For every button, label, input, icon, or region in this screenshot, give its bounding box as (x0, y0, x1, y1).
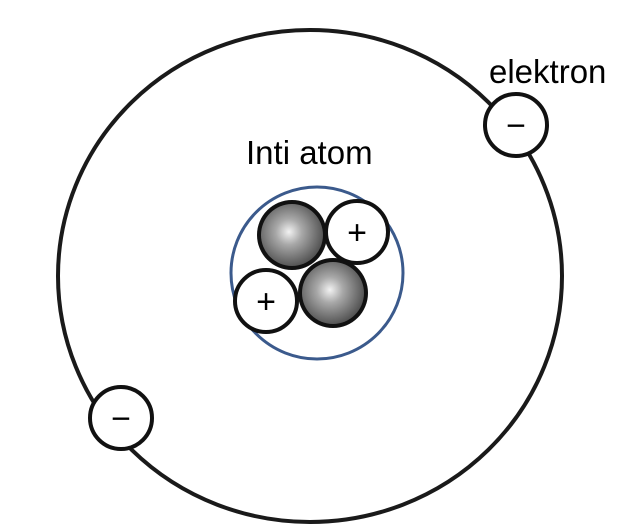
proton: + (324, 199, 390, 265)
neutron (298, 258, 368, 328)
electron: − (483, 92, 549, 158)
proton: + (233, 268, 299, 334)
electron: − (88, 385, 154, 451)
nucleus-label: Inti atom (246, 134, 373, 171)
electron-symbol: − (111, 400, 131, 438)
electron-symbol: − (506, 107, 526, 145)
neutron (257, 200, 327, 270)
proton-symbol: + (347, 214, 367, 252)
nucleus-boundary (229, 185, 405, 361)
proton-symbol: + (256, 283, 276, 321)
electron-orbit (56, 28, 564, 524)
electron-label: elektron (489, 53, 607, 90)
